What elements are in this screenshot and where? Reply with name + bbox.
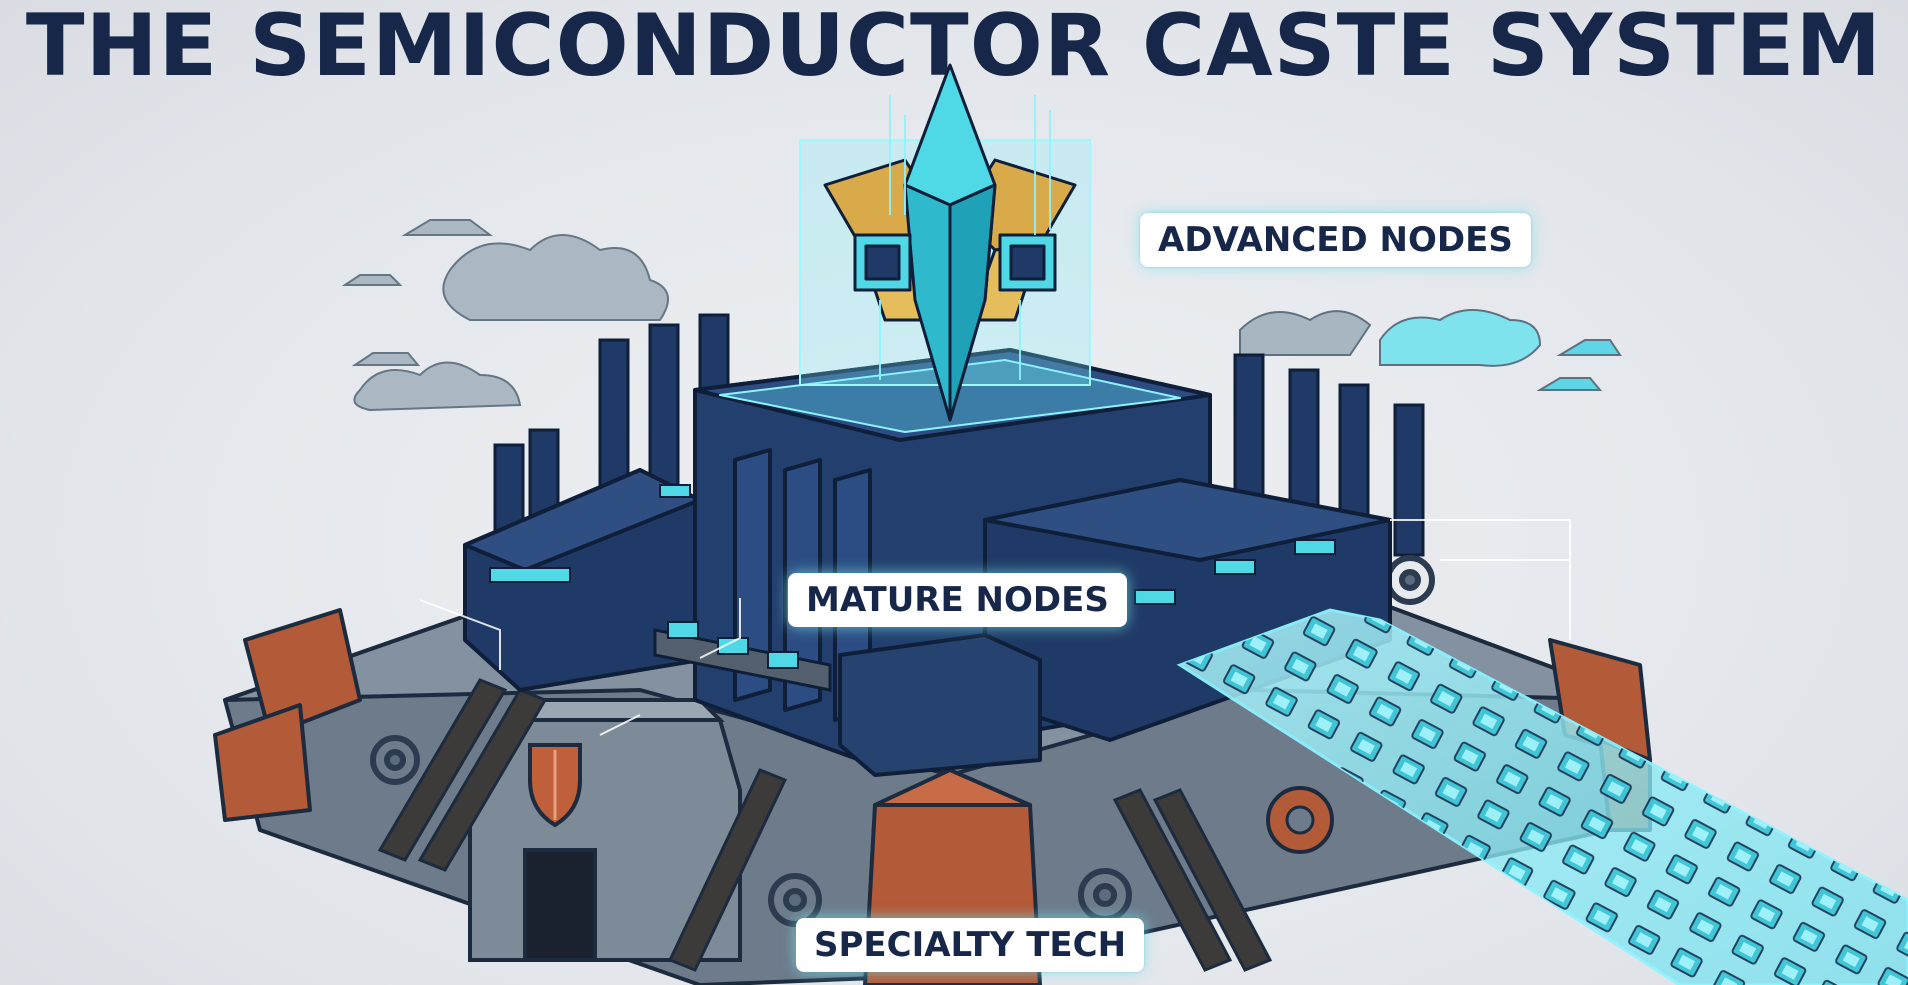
advanced-node-crystal [799, 63, 1091, 422]
chip-stream [1176, 608, 1908, 985]
crystal-glow-lines [879, 95, 1051, 380]
smoke-left [341, 219, 669, 412]
conveyor-belt [653, 621, 832, 692]
factory-windows [489, 484, 1336, 605]
smoke-right [1239, 309, 1622, 391]
label-advanced-nodes: ADVANCED NODES [1140, 213, 1531, 267]
factory-main [463, 348, 1392, 777]
label-specialty-tech: SPECIALTY TECH [796, 918, 1145, 972]
fortress-gate [468, 698, 742, 962]
label-mature-nodes: MATURE NODES [788, 573, 1127, 627]
support-struts [377, 678, 1273, 972]
